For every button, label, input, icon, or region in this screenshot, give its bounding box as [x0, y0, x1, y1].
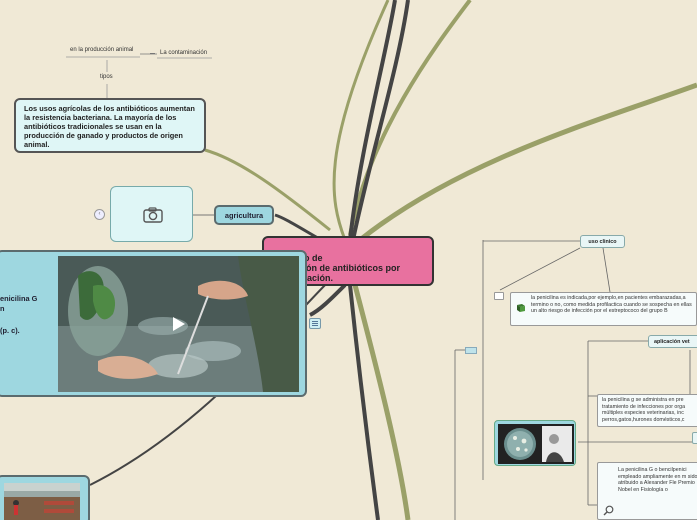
video-text-line-2: n	[0, 304, 5, 313]
note-icon[interactable]	[494, 292, 504, 300]
farm-image-card[interactable]	[0, 475, 90, 520]
tag-produccion-animal[interactable]: en la producción animal	[70, 47, 134, 53]
clinico-text: la penicilina es indicada,por ejemplo,en…	[531, 295, 692, 315]
video-thumbnail[interactable]	[58, 256, 299, 392]
magnifier-icon	[603, 505, 614, 516]
uso-clinico-node[interactable]: uso clinico	[580, 235, 625, 248]
collapse-toggle-icon[interactable]: ‹	[94, 209, 105, 220]
agricultura-label: agricultura	[224, 210, 264, 220]
video-card[interactable]: enicilina G n (p. c).	[0, 250, 307, 397]
tag-tipos[interactable]: tipos	[100, 74, 113, 80]
agri-uses-card[interactable]: Los usos agrícolas de los antibióticos a…	[14, 98, 206, 153]
agri-uses-text: Los usos agrícolas de los antibióticos a…	[24, 104, 195, 149]
agricultura-node[interactable]: agricultura	[214, 205, 274, 225]
penicillin-g-card[interactable]: La penicilina G o bencilpenici empleado …	[597, 462, 697, 520]
uso-clinico-label: uso clinico	[588, 238, 617, 245]
tag-contaminacion[interactable]: La contaminación	[160, 50, 208, 56]
lab-scene-image	[58, 256, 299, 392]
aplicacion-vet-label: aplicación vet	[654, 338, 690, 345]
camera-icon	[143, 207, 163, 223]
farm-image	[4, 483, 80, 520]
petri-dish-image	[498, 424, 574, 464]
aplicacion-vet-node[interactable]: aplicación vet	[648, 335, 697, 348]
video-text-line-1: enicilina G	[0, 294, 38, 303]
vet-text: la penicilina g se administra en pre tra…	[602, 397, 686, 423]
video-card-text: enicilina G n (p. c).	[0, 294, 37, 336]
arrow-icon	[150, 53, 155, 56]
notes-icon[interactable]	[309, 318, 321, 329]
book-icon	[517, 304, 525, 312]
image-placeholder[interactable]	[110, 186, 193, 242]
clinico-card[interactable]: la penicilina es indicada,por ejemplo,en…	[510, 292, 697, 326]
penicillin-g-text: La penicilina G o bencilpenici empleado …	[618, 467, 697, 493]
video-text-line-3: (p. c).	[0, 326, 20, 335]
node-stub[interactable]	[692, 432, 697, 444]
collapsed-node-icon[interactable]	[465, 347, 477, 354]
vet-card[interactable]: la penicilina g se administra en pre tra…	[597, 394, 697, 427]
penicillin-image-card[interactable]	[494, 420, 576, 466]
play-icon[interactable]	[165, 314, 191, 334]
